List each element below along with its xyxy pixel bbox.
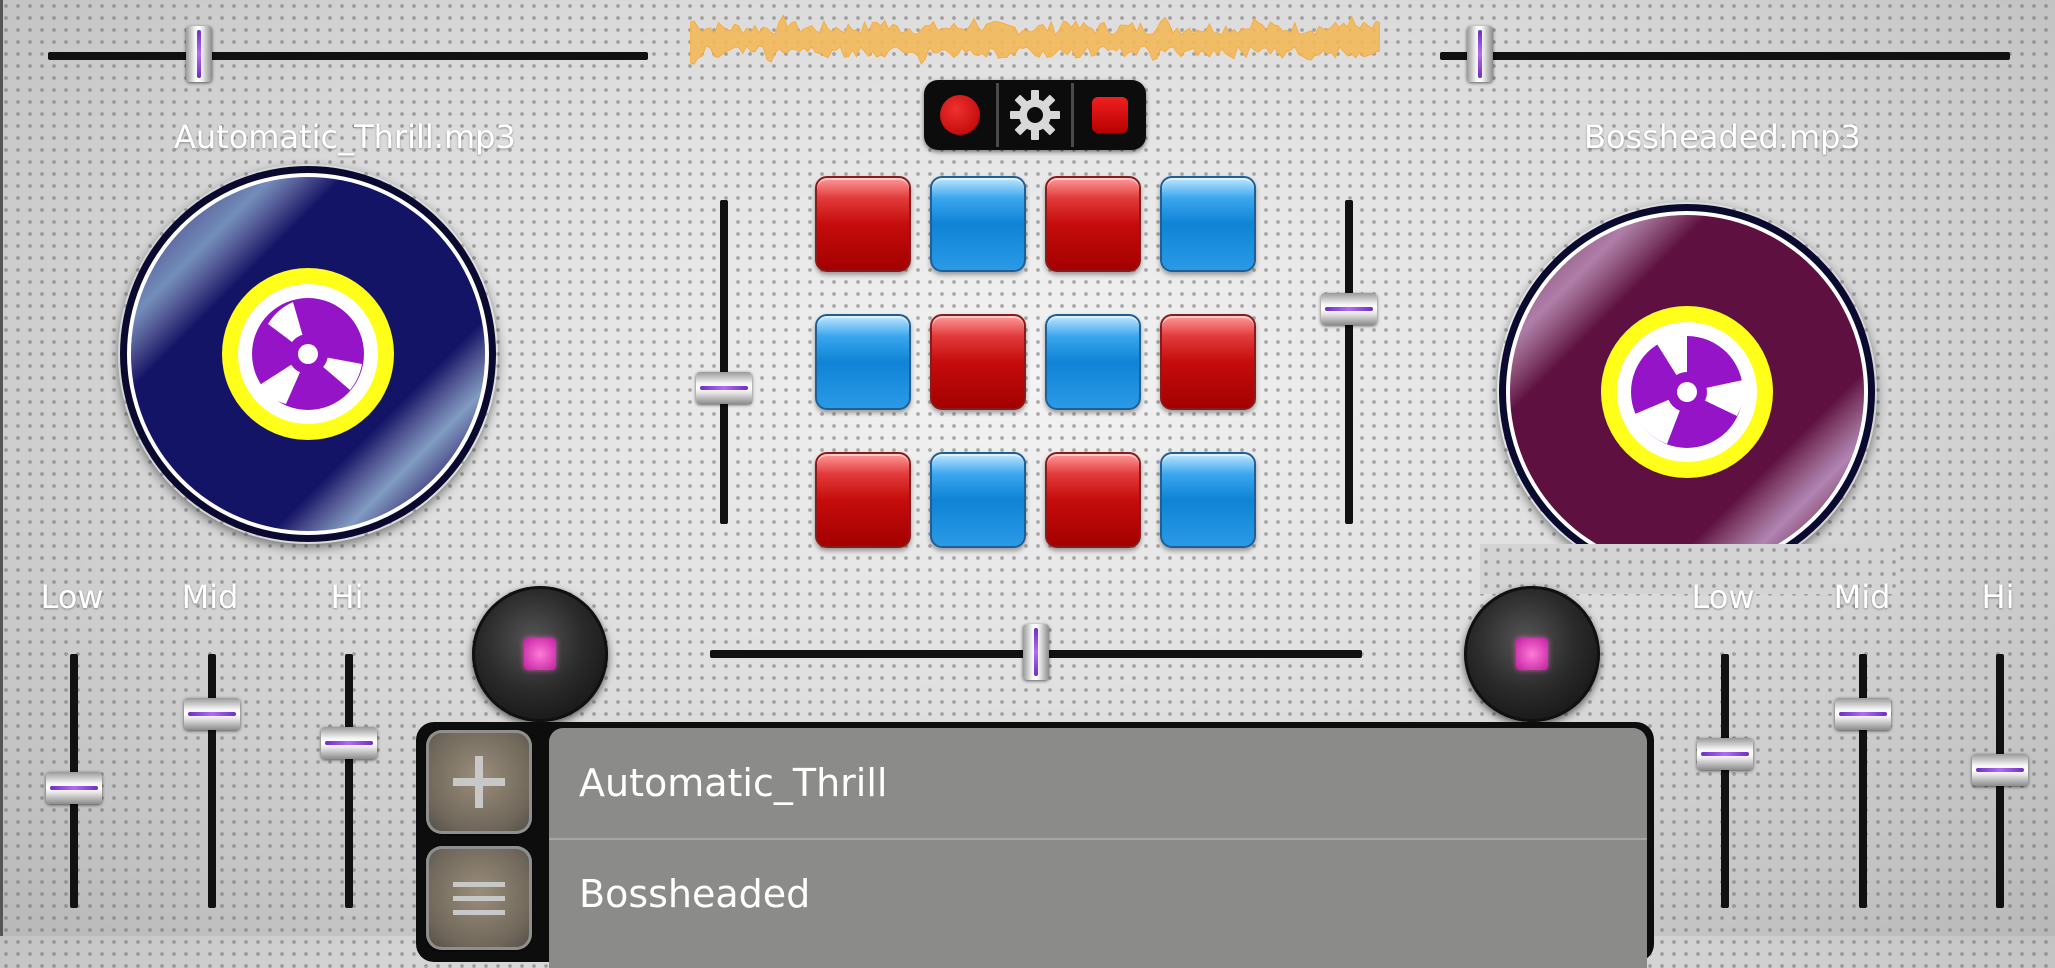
- track-list: Automatic_Thrill Bossheaded: [549, 728, 1647, 968]
- eq-track: [1721, 654, 1729, 908]
- toolbar-divider: [1071, 83, 1074, 147]
- track-title: Bossheaded: [579, 872, 811, 916]
- playlist-menu-button[interactable]: [426, 846, 532, 950]
- left-eq-hi-slider[interactable]: [319, 654, 379, 908]
- left-eq-mid-slider[interactable]: [182, 654, 242, 908]
- left-eq-hi-label: Hi: [330, 578, 364, 616]
- playlist-panel: Automatic_Thrill Bossheaded: [416, 722, 1654, 968]
- right-volume-slider[interactable]: [1319, 200, 1379, 524]
- plus-icon: [453, 756, 505, 808]
- waveform-shape: [690, 14, 1380, 65]
- sample-pad-10[interactable]: [930, 452, 1026, 548]
- right-eq-hi-label: Hi: [1981, 578, 2015, 616]
- right-disc-clip: [1480, 544, 1900, 594]
- left-vinyl-disc: [120, 166, 496, 542]
- left-cue-button[interactable]: [472, 586, 608, 722]
- sample-pad-4[interactable]: [1160, 176, 1256, 272]
- left-pitch-thumb[interactable]: [185, 26, 212, 82]
- right-eq-mid-label: Mid: [1833, 578, 1891, 616]
- right-eq-low-label: Low: [1691, 578, 1755, 616]
- sample-pad-12[interactable]: [1160, 452, 1256, 548]
- right-stop-icon: [1516, 638, 1548, 670]
- left-pitch-track: [48, 52, 648, 60]
- crossfader-thumb[interactable]: [1023, 624, 1049, 680]
- toolbar-divider: [996, 83, 999, 147]
- left-volume-thumb[interactable]: [696, 372, 752, 405]
- sample-pad-9[interactable]: [815, 452, 911, 548]
- right-pitch-track: [1440, 52, 2010, 60]
- sample-pad-3[interactable]: [1045, 176, 1141, 272]
- eq-thumb[interactable]: [321, 727, 377, 760]
- left-eq-low-label: Low: [40, 578, 104, 616]
- right-vinyl-disc: [1499, 204, 1875, 580]
- left-stop-icon: [524, 638, 556, 670]
- eq-thumb[interactable]: [1835, 698, 1891, 731]
- sample-pad-1[interactable]: [815, 176, 911, 272]
- right-volume-thumb[interactable]: [1321, 293, 1377, 326]
- right-eq-hi-slider[interactable]: [1970, 654, 2030, 908]
- right-pitch-slider[interactable]: [1440, 26, 2010, 86]
- settings-button[interactable]: [999, 80, 1071, 150]
- stop-icon: [1092, 97, 1128, 133]
- right-volume-track: [1345, 200, 1353, 524]
- right-eq-low-slider[interactable]: [1695, 654, 1755, 908]
- left-volume-slider[interactable]: [694, 200, 754, 524]
- right-turntable[interactable]: [1497, 202, 1877, 582]
- track-list-item[interactable]: Bossheaded: [549, 838, 1647, 948]
- sample-pad-7[interactable]: [1045, 314, 1141, 410]
- right-track-name: Bossheaded.mp3: [1584, 118, 1861, 156]
- crossfader[interactable]: [710, 624, 1362, 684]
- gear-icon: [1010, 90, 1060, 140]
- left-pitch-slider[interactable]: [48, 26, 648, 86]
- left-eq-low-slider[interactable]: [44, 654, 104, 908]
- add-track-button[interactable]: [426, 730, 532, 834]
- eq-thumb[interactable]: [46, 771, 102, 804]
- right-cue-button[interactable]: [1464, 586, 1600, 722]
- stop-button[interactable]: [1074, 80, 1146, 150]
- eq-thumb[interactable]: [184, 698, 240, 731]
- eq-thumb[interactable]: [1972, 753, 2028, 786]
- left-eq-mid-label: Mid: [181, 578, 239, 616]
- right-pitch-thumb[interactable]: [1467, 26, 1494, 82]
- sample-pad-5[interactable]: [815, 314, 911, 410]
- sample-pad-2[interactable]: [930, 176, 1026, 272]
- sample-pad-6[interactable]: [930, 314, 1026, 410]
- left-turntable[interactable]: [118, 164, 498, 544]
- menu-icon: [453, 882, 505, 915]
- left-track-name: Automatic_Thrill.mp3: [174, 118, 516, 156]
- playlist-actions: [426, 730, 534, 960]
- left-volume-track: [720, 200, 728, 524]
- eq-track: [1859, 654, 1867, 908]
- record-icon: [940, 95, 980, 135]
- track-list-item[interactable]: Automatic_Thrill: [549, 728, 1647, 838]
- toolbar: [924, 80, 1146, 150]
- track-title: Automatic_Thrill: [579, 761, 888, 805]
- right-eq-mid-slider[interactable]: [1833, 654, 1893, 908]
- eq-track: [345, 654, 353, 908]
- left-edge: [0, 0, 3, 936]
- eq-track: [208, 654, 216, 908]
- record-button[interactable]: [924, 80, 996, 150]
- sample-pad-8[interactable]: [1160, 314, 1256, 410]
- waveform-display[interactable]: [690, 10, 1380, 72]
- sample-pad-11[interactable]: [1045, 452, 1141, 548]
- eq-thumb[interactable]: [1697, 738, 1753, 771]
